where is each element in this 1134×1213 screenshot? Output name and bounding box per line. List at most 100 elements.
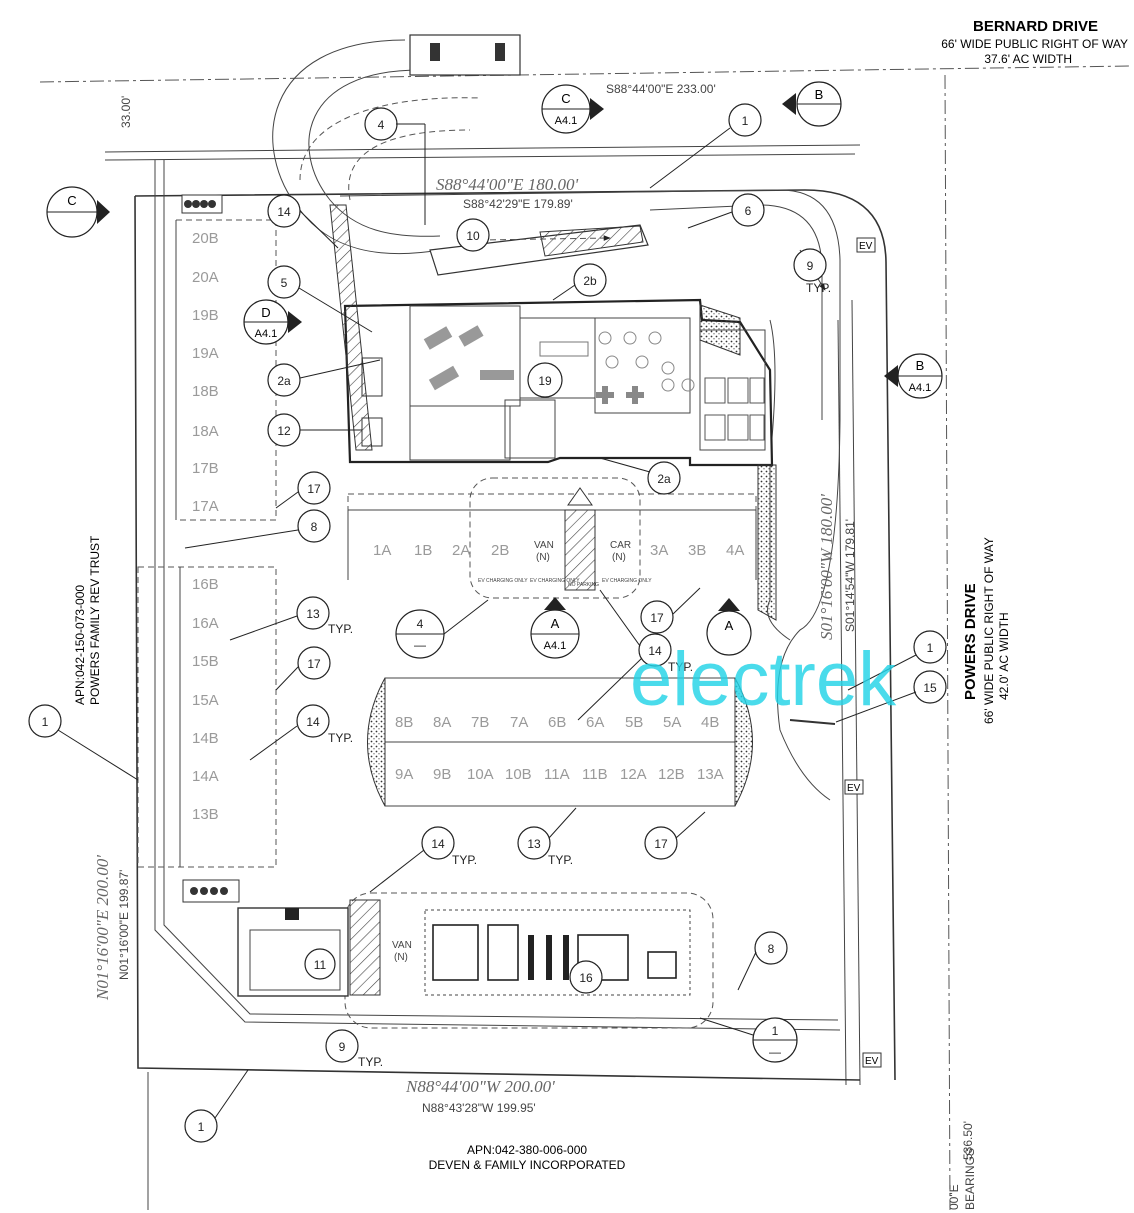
svg-text:B: B — [815, 87, 824, 102]
stall-3b: 3B — [688, 542, 706, 559]
stall-19a: 19A — [192, 345, 219, 362]
svg-text:1: 1 — [772, 1024, 779, 1038]
stall-4a: 4A — [726, 542, 744, 559]
stall-12b: 12B — [658, 766, 685, 783]
stall-20a: 20A — [192, 269, 219, 286]
svg-text:2b: 2b — [583, 274, 597, 288]
svg-text:A: A — [725, 618, 734, 633]
svg-text:1: 1 — [198, 1120, 205, 1134]
svg-text:A4.1: A4.1 — [909, 382, 932, 394]
keynote-11: 11 — [304, 948, 336, 980]
stall-9b: 9B — [433, 766, 451, 783]
stall-car-sub: (N) — [612, 552, 626, 563]
svg-text:14: 14 — [277, 205, 291, 219]
keynote-14-top: 14 — [267, 194, 339, 249]
svg-text:2a: 2a — [657, 472, 671, 486]
stall-labels-west-lower: 16B 16A 15B 15A 14B 14A 13B — [192, 576, 219, 823]
west-parcel-apn: APN:042-150-073-000 — [73, 585, 87, 705]
no-parking-note: NO PARKING — [568, 582, 599, 588]
section-marker-b-top: B — [782, 81, 842, 127]
dim-536: 536.50' — [961, 1121, 975, 1160]
stall-16b: 16B — [192, 576, 219, 593]
stall-17a: 17A — [192, 498, 219, 515]
section-marker-c-left: C — [46, 186, 110, 238]
svg-text:A4.1: A4.1 — [255, 328, 278, 340]
svg-text:8: 8 — [768, 942, 775, 956]
svg-text:TYP.: TYP. — [328, 731, 353, 745]
stall-labels-west-upper: 20B 20A 19B 19A 18B 18A 17B 17A — [192, 230, 219, 515]
stall-labels-island-bottom: 9A 9B 10A 10B 11A 11B 12A 12B 13A — [395, 766, 724, 783]
svg-text:12: 12 — [277, 424, 291, 438]
stall-2b: 2B — [491, 542, 509, 559]
ev-tags: EV EV EV — [844, 237, 882, 1068]
corner-bearings-label: BEARINGS — [963, 1148, 977, 1210]
section-marker-a-right: A — [706, 598, 752, 656]
stall-14b: 14B — [192, 730, 219, 747]
stall-1a: 1A — [373, 542, 391, 559]
svg-text:8: 8 — [311, 520, 318, 534]
electrek-watermark: electrek — [630, 637, 897, 722]
south-parcel-apn: APN:042-380-006-000 — [467, 1143, 587, 1157]
bernard-drive-row — [39, 65, 1131, 161]
ev-note-3: EV CHARGING ONLY — [602, 578, 652, 584]
svg-text:15: 15 — [923, 681, 937, 695]
svg-text:4: 4 — [378, 118, 385, 132]
svg-text:5: 5 — [281, 276, 288, 290]
west-parking-upper — [175, 219, 277, 521]
ev-tag-1: EV — [859, 241, 873, 252]
bernard-drive-width: 37.6' AC WIDTH — [984, 52, 1072, 66]
south-parcel-owner: DEVEN & FAMILY INCORPORATED — [429, 1158, 626, 1172]
keynote-12: 12 — [267, 413, 362, 447]
ev-tag-2: EV — [847, 783, 861, 794]
svg-text:13: 13 — [527, 837, 541, 851]
stall-11b: 11B — [582, 766, 608, 783]
ev-note-2: EV CHARGING ONLY — [530, 578, 580, 584]
svg-text:1: 1 — [927, 641, 934, 655]
stall-18b: 18B — [192, 383, 219, 400]
keynote-8-south: 8 — [737, 931, 788, 991]
svg-text:9: 9 — [339, 1040, 346, 1054]
bearing-west-small: N01°16'00"E 199.87' — [117, 870, 131, 980]
keynote-4-top: 4 — [364, 107, 426, 225]
svg-text:17: 17 — [307, 657, 321, 671]
svg-text:C: C — [67, 193, 76, 208]
svg-text:11: 11 — [314, 958, 327, 972]
stall-8a: 8A — [433, 714, 451, 731]
powers-drive-row-text: 66' WIDE PUBLIC RIGHT OF WAY — [982, 537, 996, 724]
svg-text:D: D — [261, 305, 270, 320]
stall-9a: 9A — [395, 766, 413, 783]
dim-33: 33.00' — [119, 96, 133, 128]
bearing-north-outer: S88°44'00"E 233.00' — [606, 82, 716, 96]
bearing-east-small: S01°14'54"W 179.81' — [843, 519, 857, 632]
stall-van-sub: (N) — [536, 552, 550, 563]
west-parking-lower — [137, 566, 277, 868]
stall-5b: 5B — [625, 714, 643, 731]
ramp-hatch — [329, 204, 373, 451]
stall-15a: 15A — [192, 692, 219, 709]
stall-10b: 10B — [505, 766, 532, 783]
powers-drive-text: POWERS DRIVE 66' WIDE PUBLIC RIGHT OF WA… — [962, 537, 1011, 724]
keynote-6: 6 — [687, 193, 765, 229]
svg-text:14: 14 — [431, 837, 445, 851]
section-marker-d-left: D A4.1 — [243, 299, 302, 345]
svg-text:14: 14 — [648, 644, 662, 658]
keynote-2a-right: 2a — [599, 457, 681, 495]
stall-10a: 10A — [467, 766, 494, 783]
svg-text:C: C — [561, 91, 570, 106]
keynote-1-top: 1 — [649, 103, 762, 189]
bearing-south-small: N88°43'28"W 199.95' — [422, 1101, 536, 1115]
stall-6a: 6A — [586, 714, 604, 731]
keynote-17-upper: 17 — [275, 471, 331, 509]
stall-1b: 1B — [414, 542, 432, 559]
bearing-west: N01°16'00"E 200.00' N01°16'00"E 199.87' — [93, 855, 131, 1001]
keynote-2a-left: 2a — [267, 359, 381, 397]
stall-van: VAN — [534, 540, 554, 551]
stall-5a: 5A — [663, 714, 681, 731]
keynote-17-south: 17 — [644, 811, 706, 860]
bernard-drive-name: BERNARD DRIVE — [973, 18, 1098, 35]
svg-text:TYP.: TYP. — [358, 1055, 383, 1069]
